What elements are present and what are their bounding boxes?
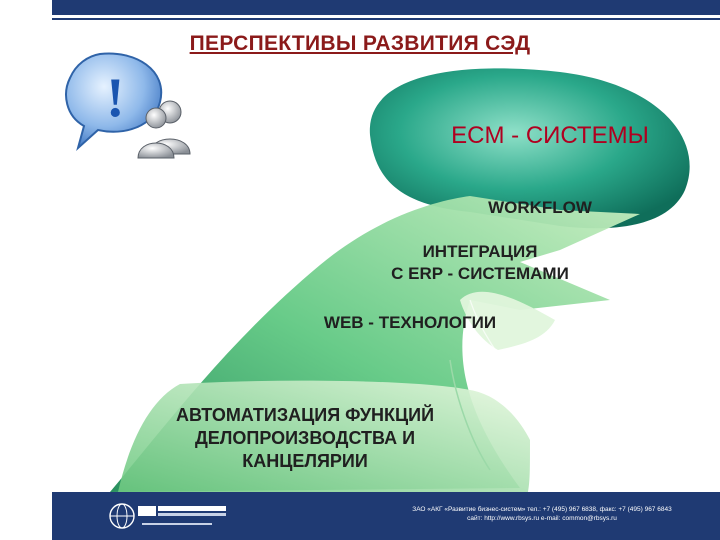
right-swirl [460, 291, 555, 350]
help-speech-bubble-users-icon: ! [65, 52, 191, 159]
company-globe-logo [109, 503, 226, 529]
header-divider-line [52, 18, 720, 20]
web-label: WEB - ТЕХНОЛОГИИ [323, 313, 497, 332]
automation-line-3: КАНЦЕЛЯРИИ [242, 451, 368, 471]
footer-contacts-line-2: сайт: http://www.rbsys.ru e-mail: common… [467, 515, 617, 522]
svg-text:!: ! [106, 67, 125, 129]
slide-title: ПЕРСПЕКТИВЫ РАЗВИТИЯ СЭД [189, 32, 531, 55]
ecm-label: ECM - СИСТЕМЫ [451, 122, 649, 149]
automation-line-1: АВТОМАТИЗАЦИЯ ФУНКЦИЙ [175, 405, 435, 425]
footer-contacts-line-1: ЗАО «АКГ «Развитие бизнес-систем» тел.: … [412, 506, 672, 513]
ecm-ellipse [369, 68, 690, 229]
automation-line-2: ДЕЛОПРОИЗВОДСТВА И [194, 428, 416, 448]
integration-label: ИНТЕГРАЦИЯ С ERP - СИСТЕМАМИ [340, 241, 620, 285]
lower-wave [118, 380, 530, 492]
automation-label: АВТОМАТИЗАЦИЯ ФУНКЦИЙ ДЕЛОПРОИЗВОДСТВА И… [130, 404, 480, 473]
workflow-label: WORKFLOW [488, 198, 592, 217]
top-header-bar [52, 0, 720, 15]
integration-line-1: ИНТЕГРАЦИЯ [422, 242, 538, 261]
footer-contacts: ЗАО «АКГ «Развитие бизнес-систем» тел.: … [372, 505, 712, 523]
footer-bar: ЗАО «АКГ «Развитие бизнес-систем» тел.: … [52, 492, 720, 540]
integration-line-2: С ERP - СИСТЕМАМИ [391, 264, 569, 283]
